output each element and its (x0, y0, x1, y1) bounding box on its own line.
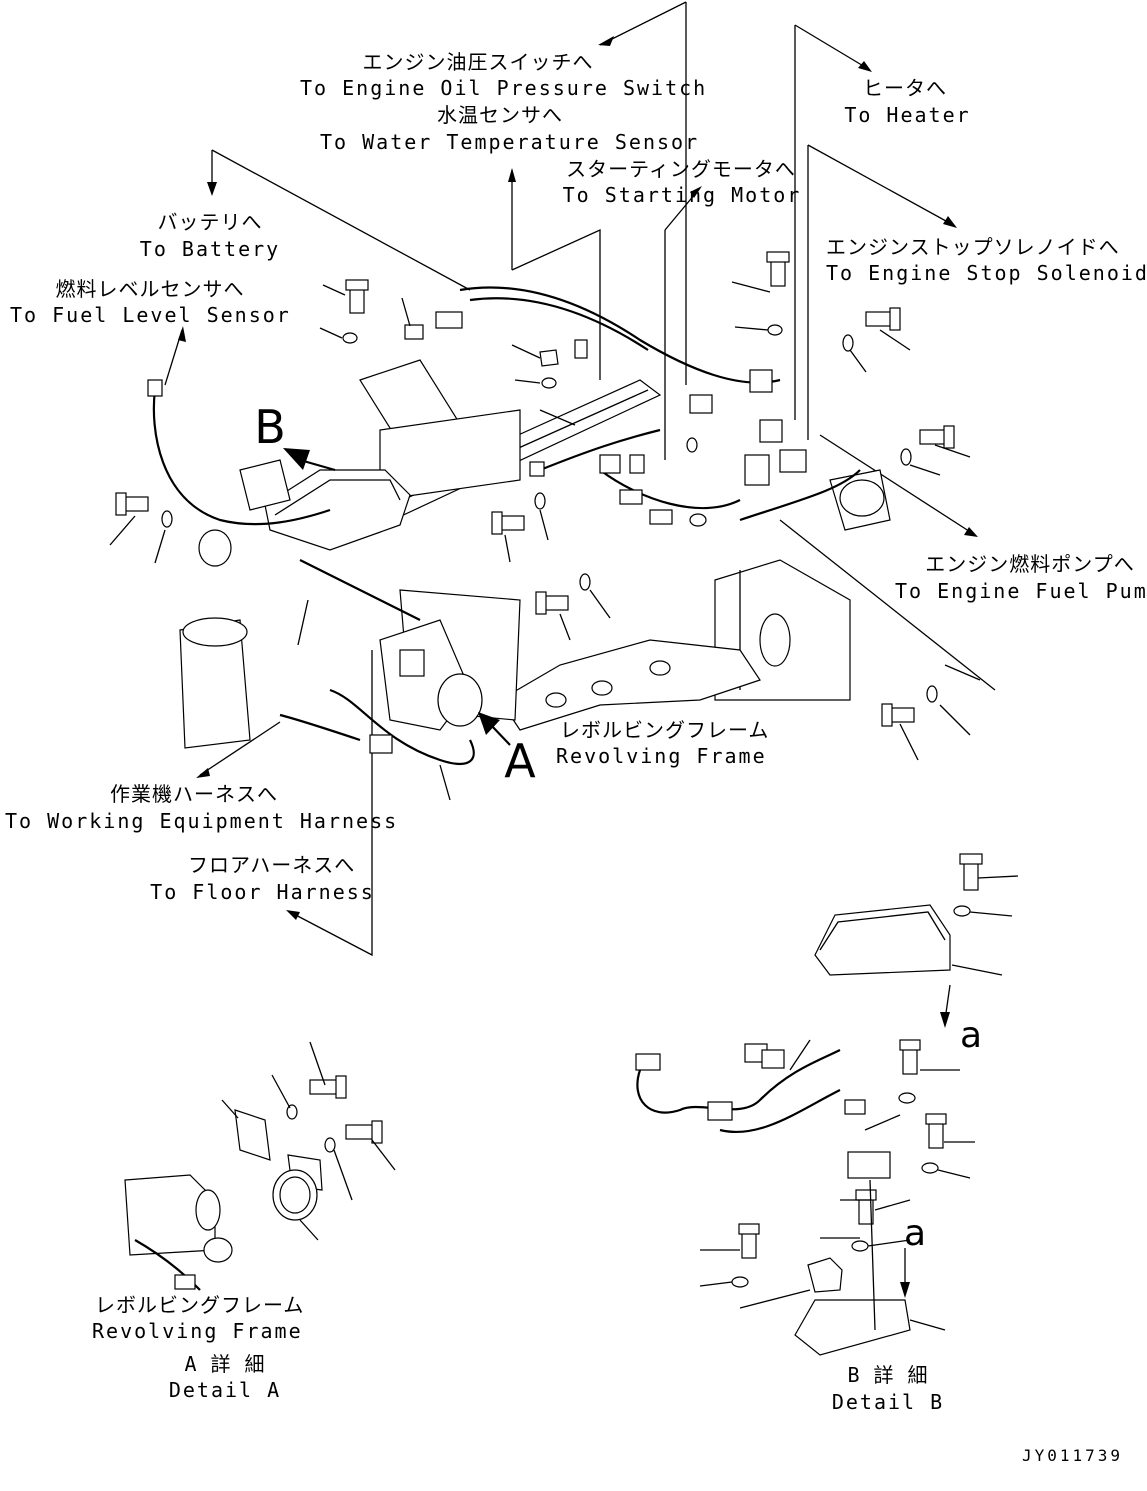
starting-motor-label-jp: スターティングモータへ (566, 157, 796, 181)
detail-b-title-en: Detail B (831, 1390, 945, 1414)
working-harness-label-en: To Working Equipment Harness (5, 809, 399, 833)
fuel-level-label-en: To Fuel Level Sensor (10, 303, 291, 327)
detail-b-drawing (635, 853, 1019, 1356)
oil-pressure-label-en: To Engine Oil Pressure Switch (300, 76, 708, 100)
detail-a-frame-label-en: Revolving Frame (92, 1319, 303, 1343)
fasteners (115, 251, 955, 727)
detail-a-frame-label-jp: レボルビングフレーム (95, 1293, 305, 1317)
heater-label-jp: ヒータへ (863, 76, 947, 100)
fuel-pump-label-en: To Engine Fuel Pump (895, 579, 1147, 603)
view-a-marker: A (504, 734, 536, 788)
revolving-frame-label-jp: レボルビングフレーム (560, 718, 770, 742)
starting-motor-label-en: To Starting Motor (562, 183, 802, 207)
oil-pressure-label-jp: エンジン油圧スイッチへ (362, 50, 594, 74)
stop-solenoid-label-jp: エンジンストップソレノイドへ (826, 235, 1120, 259)
stop-solenoid-label-en: To Engine Stop Solenoid (826, 261, 1147, 285)
ref-a-upper: a (959, 1015, 983, 1056)
heater-label-en: To Heater (844, 103, 971, 127)
water-temp-label-jp: 水温センサへ (437, 103, 563, 127)
revolving-frame-label-en: Revolving Frame (556, 744, 767, 768)
drawing-code: JY011739 (1021, 1446, 1124, 1465)
detail-a-title-jp: A 詳 細 (184, 1352, 266, 1376)
floor-harness-label-jp: フロアハーネスへ (188, 853, 356, 877)
view-b-arrow (283, 448, 336, 472)
view-b-marker: B (254, 400, 286, 454)
detail-a-title-en: Detail A (168, 1378, 282, 1402)
detail-a-drawing (124, 1041, 396, 1291)
battery-label-en: To Battery (139, 237, 281, 261)
main-assembly (109, 251, 981, 801)
leader-lines (164, 1, 996, 957)
fuel-level-label-jp: 燃料レベルセンサへ (55, 277, 245, 301)
battery-label-jp: バッテリへ (157, 210, 263, 234)
water-temp-label-en: To Water Temperature Sensor (320, 130, 700, 154)
ref-a-lower: a (903, 1213, 927, 1254)
working-harness-label-jp: 作業機ハーネスへ (110, 782, 278, 806)
fuel-pump-label-jp: エンジン燃料ポンプへ (925, 552, 1135, 576)
detail-b-title-jp: B 詳 細 (847, 1363, 929, 1387)
view-a-arrow (478, 712, 511, 746)
floor-harness-label-en: To Floor Harness (150, 880, 375, 904)
